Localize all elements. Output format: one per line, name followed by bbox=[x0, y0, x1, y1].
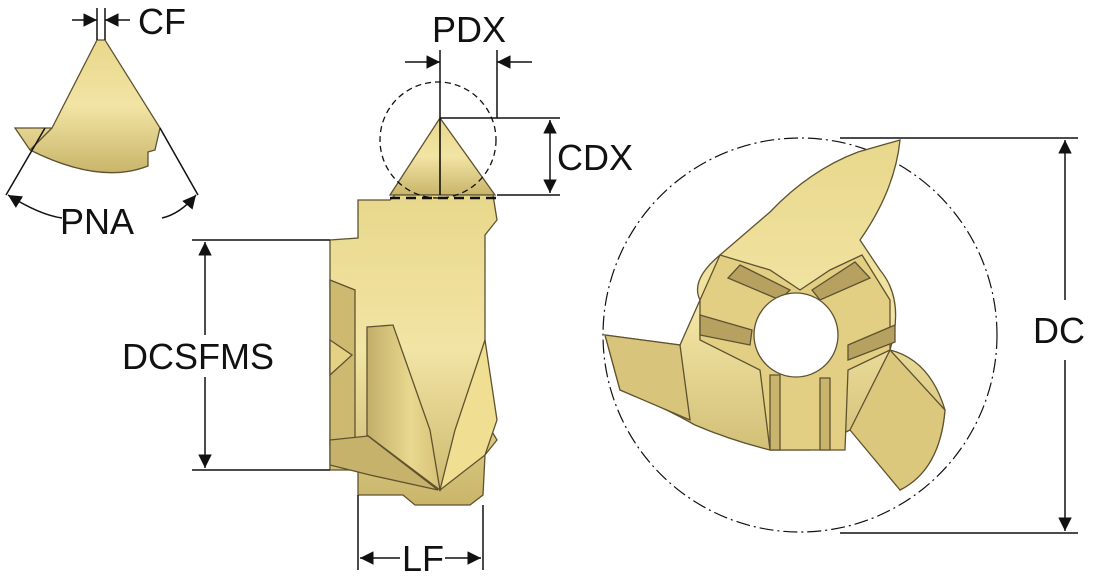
cf-dimension: CF bbox=[72, 1, 186, 42]
pna-dimension: PNA bbox=[5, 127, 199, 242]
insert-side-view bbox=[329, 81, 498, 506]
insert-front-view bbox=[602, 137, 998, 533]
pna-label: PNA bbox=[60, 201, 134, 242]
pdx-dimension: PDX bbox=[405, 9, 532, 195]
dc-dimension: DC bbox=[840, 137, 1095, 534]
lf-dimension: LF bbox=[357, 495, 484, 579]
dc-label: DC bbox=[1033, 310, 1085, 351]
cdx-label: CDX bbox=[557, 137, 633, 178]
cf-label: CF bbox=[138, 1, 186, 42]
dcsfms-label: DCSFMS bbox=[122, 336, 274, 377]
lf-label: LF bbox=[402, 538, 444, 579]
dcsfms-dimension: DCSFMS bbox=[120, 239, 330, 471]
insert-tip-detail bbox=[13, 39, 161, 174]
cdx-dimension: CDX bbox=[440, 117, 633, 196]
pdx-label: PDX bbox=[432, 9, 506, 50]
